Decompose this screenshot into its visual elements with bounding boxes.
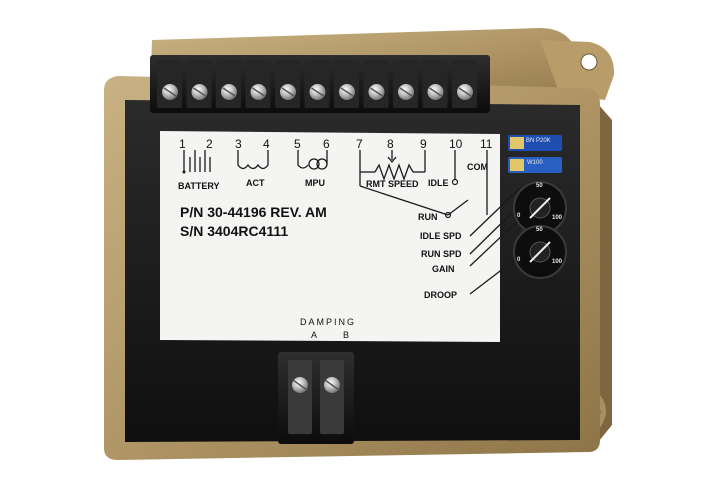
part-number: P/N 30-44196 REV. AM [180, 204, 327, 220]
trimmer-1-text: BN P20K [526, 138, 551, 144]
terminal-number-7: 7 [356, 137, 363, 151]
top-terminal-7 [334, 60, 359, 108]
damping-title: DAMPING [300, 317, 357, 327]
terminal-number-11: 11 [480, 137, 493, 151]
top-terminal-10 [422, 60, 448, 108]
screw-slot [281, 87, 295, 97]
screw-slot [222, 87, 236, 97]
top-terminal-6 [304, 60, 330, 108]
top-terminal-5 [275, 60, 300, 108]
top-terminal-8 [363, 60, 389, 108]
com-label: COM [467, 162, 488, 172]
terminal-number-2: 2 [206, 137, 213, 151]
run-spd-label: RUN SPD [421, 249, 462, 259]
droop-dial-0: 0 [517, 257, 521, 263]
bottom-terminal-a [288, 360, 312, 434]
gain-label: GAIN [432, 264, 455, 274]
screw-slot [458, 87, 472, 97]
screw-slot [429, 87, 442, 97]
screw-slot [163, 87, 177, 97]
terminal-number-4: 4 [263, 137, 270, 151]
droop-pointer [529, 241, 551, 263]
gain-dial-50: 50 [536, 183, 543, 189]
gain-pointer [529, 197, 551, 219]
screw-slot [399, 87, 413, 97]
top-terminal-11 [452, 60, 477, 108]
gain-dial-0: 0 [517, 213, 521, 219]
act-label: ACT [246, 178, 265, 188]
terminal-number-6: 6 [323, 137, 330, 151]
trimmer-1-screw [510, 137, 524, 149]
top-terminal-9 [393, 60, 418, 108]
trimmer-2-text: W100 [527, 160, 543, 166]
idle-label: IDLE [428, 178, 449, 188]
trimmer-2-screw [510, 159, 524, 171]
wiring-schematic [183, 150, 526, 295]
terminal-number-8: 8 [387, 137, 394, 151]
screw-slot [252, 87, 265, 97]
mpu-label: MPU [305, 178, 325, 188]
rmt-speed-label: RMT SPEED [366, 179, 419, 189]
top-terminal-screws [157, 60, 477, 108]
gain-dial-100: 100 [552, 215, 563, 221]
droop-dial-100: 100 [552, 259, 563, 265]
top-terminal-1 [157, 60, 182, 108]
mounting-ear-top [540, 40, 615, 100]
damping-a-label: A [311, 330, 320, 340]
mounting-hole-top [580, 53, 598, 71]
droop-label: DROOP [424, 290, 458, 300]
terminal-number-9: 9 [420, 137, 427, 151]
screw-slot [193, 87, 206, 97]
schematic-dots [182, 170, 459, 219]
top-terminal-2 [186, 60, 212, 108]
terminal-number-3: 3 [235, 137, 242, 151]
screw-slot [340, 87, 354, 97]
screw-slot [370, 87, 383, 97]
top-terminal-3 [216, 60, 241, 108]
label-panel [160, 131, 500, 342]
run-label: RUN [418, 212, 438, 222]
battery-label: BATTERY [178, 181, 220, 191]
damping-b-label: B [343, 330, 352, 340]
droop-dial-50: 50 [536, 227, 543, 233]
terminal-number-1: 1 [179, 137, 186, 151]
terminal-number-5: 5 [294, 137, 301, 151]
bottom-terminal-b [320, 360, 344, 434]
top-terminal-4 [245, 60, 271, 108]
idle-spd-label: IDLE SPD [420, 231, 462, 241]
terminal-number-10: 10 [449, 137, 463, 151]
serial-number: S/N 3404RC4111 [180, 223, 289, 239]
screw-slot [311, 87, 324, 97]
